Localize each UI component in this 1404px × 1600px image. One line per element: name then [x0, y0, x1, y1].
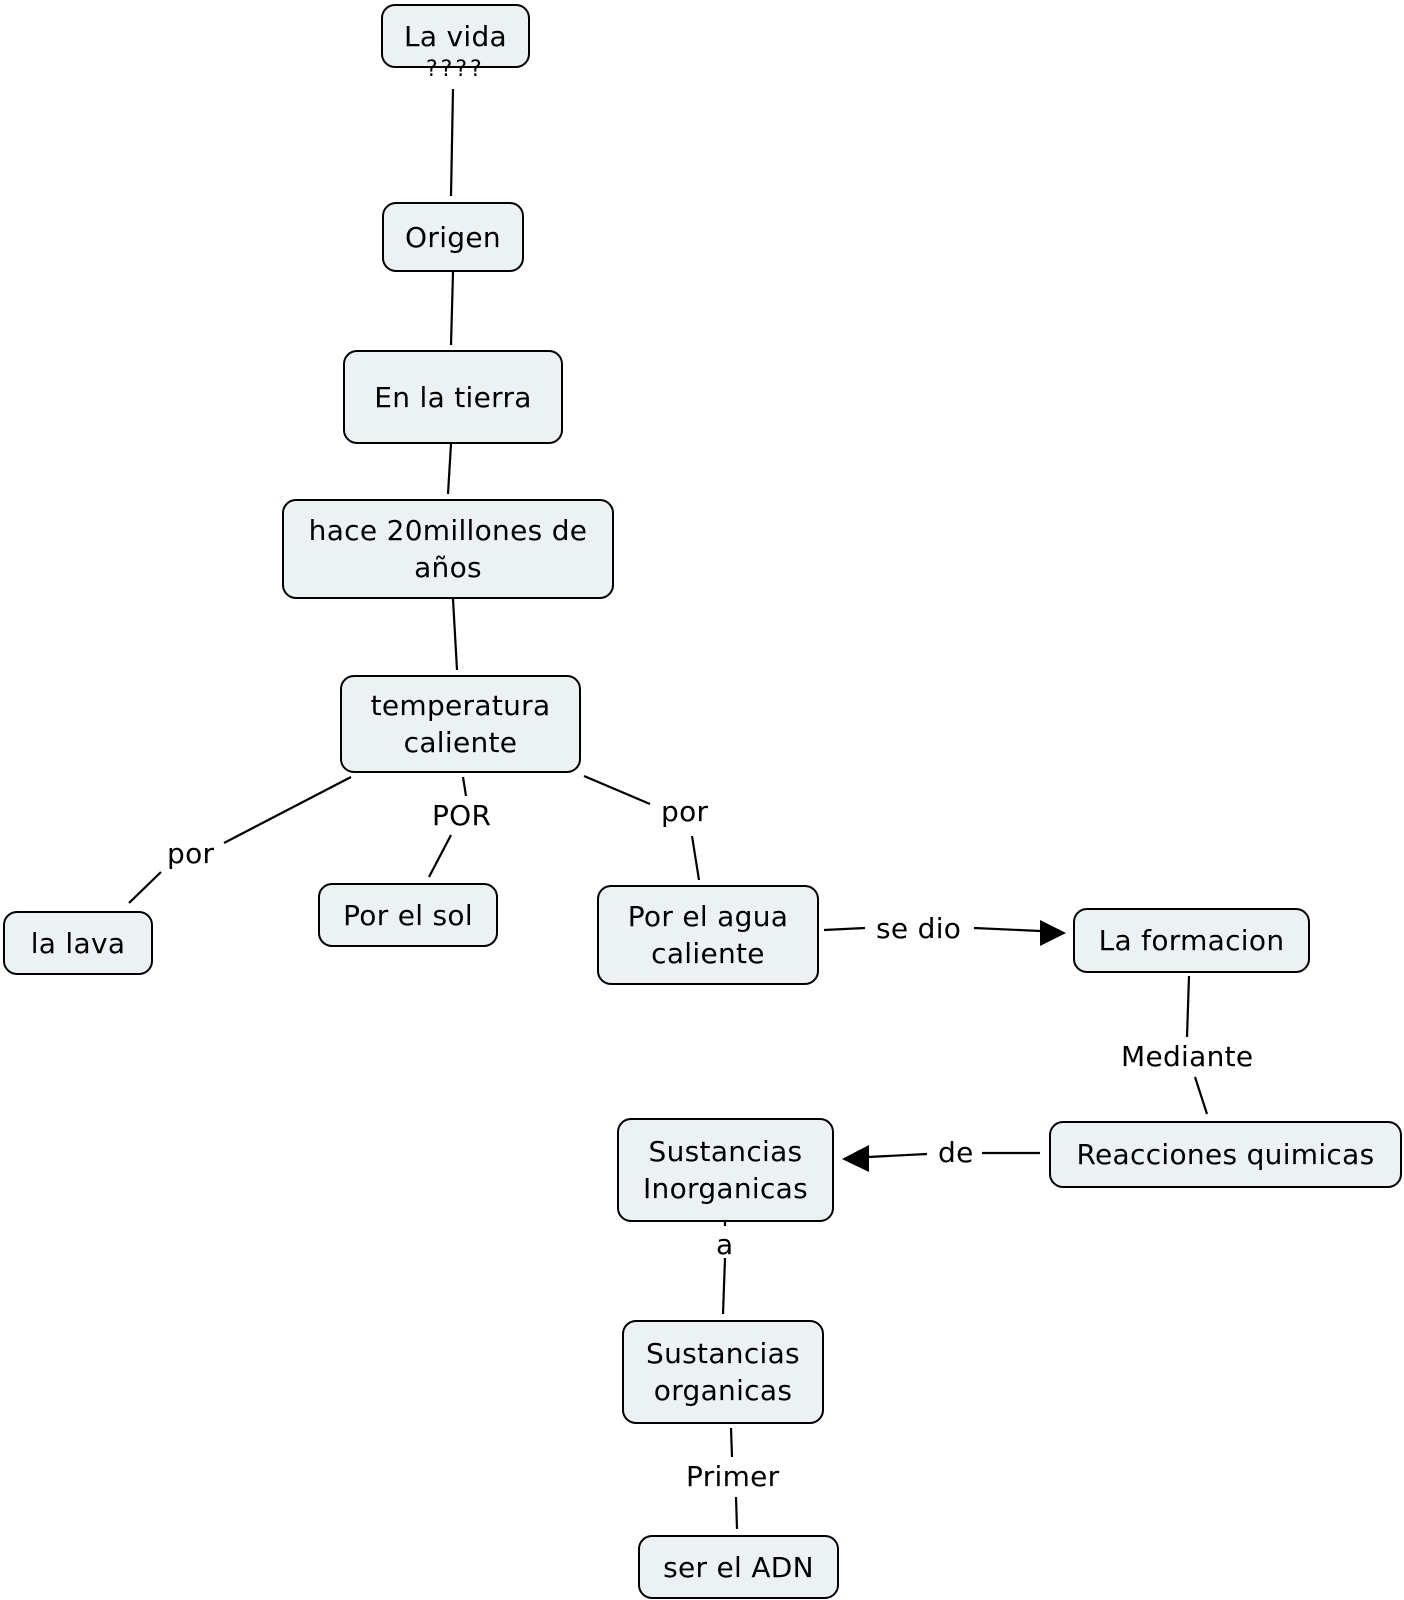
concept-sustancias-organicas[interactable]: Sustancias organicas [622, 1320, 824, 1424]
connector-a-organicas [721, 1257, 727, 1315]
connector-vida-origen [449, 88, 455, 197]
link-label-de: de [938, 1136, 974, 1169]
concept-hace-20-millones[interactable]: hace 20millones de años [282, 499, 614, 599]
concept-origen[interactable]: Origen [382, 202, 524, 272]
link-label-por-right: por [661, 795, 709, 828]
connector-de-inorganicas [867, 1152, 928, 1159]
connector-temp-por-left-a [223, 776, 352, 844]
link-label-primer: Primer [686, 1460, 780, 1493]
link-label-por-left: por [167, 837, 215, 870]
link-label-mediante: Mediante [1121, 1040, 1254, 1073]
arrowhead-inorganicas-icon [842, 1145, 869, 1172]
connector-formacion-mediante [1185, 975, 1191, 1038]
concept-sustancias-inorganicas[interactable]: Sustancias Inorganicas [617, 1118, 834, 1222]
connector-agua-sedio [823, 926, 866, 932]
concept-temperatura-caliente[interactable]: temperatura caliente [340, 675, 581, 773]
connector-sedio-formacion [973, 926, 1041, 933]
concept-por-el-sol[interactable]: Por el sol [318, 883, 498, 947]
connector-tierra-hace [446, 443, 453, 495]
concept-reacciones-quimicas[interactable]: Reacciones quimicas [1049, 1121, 1402, 1188]
link-label-question-marks: ???? [426, 57, 485, 82]
connector-primer-adn [734, 1496, 739, 1530]
connector-hace-temperatura [451, 598, 459, 671]
concept-la-lava[interactable]: la lava [3, 911, 153, 975]
connector-organicas-primer [729, 1427, 734, 1458]
concept-ser-el-adn[interactable]: ser el ADN [638, 1535, 839, 1599]
concept-en-la-tierra[interactable]: En la tierra [343, 350, 563, 444]
connector-temp-por-left-b [128, 871, 162, 904]
connector-origen-tierra [449, 271, 455, 346]
link-label-se-dio: se dio [876, 912, 962, 945]
connector-mediante-reacciones [1193, 1076, 1209, 1115]
link-label-por-upper: POR [432, 799, 492, 832]
arrowhead-formacion-icon [1040, 920, 1066, 946]
link-label-a: a [716, 1228, 734, 1261]
concept-la-formacion[interactable]: La formacion [1073, 908, 1310, 973]
connector-temp-por-right-b [690, 835, 701, 881]
concept-por-el-agua-caliente[interactable]: Por el agua caliente [597, 885, 819, 985]
connector-temp-por-right-a [583, 774, 651, 806]
concept-la-vida[interactable]: La vida [381, 4, 530, 68]
connector-temp-por-upper-b [428, 834, 452, 878]
connector-temp-por-upper-a [461, 776, 468, 797]
